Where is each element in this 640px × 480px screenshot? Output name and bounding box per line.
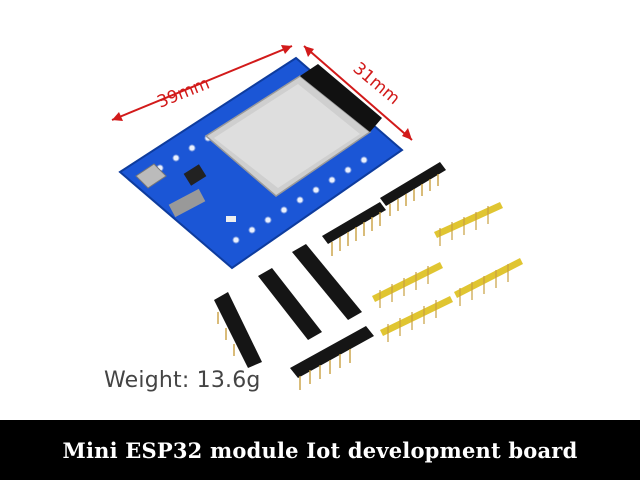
female-header-1	[380, 162, 446, 216]
male-header-4	[380, 296, 453, 342]
caption-bar: Mini ESP32 module Iot development board	[0, 420, 640, 480]
male-header-3	[454, 258, 523, 306]
female-header-2	[322, 202, 386, 256]
weight-label: Weight: 13.6g	[104, 368, 261, 393]
female-header-5	[214, 292, 262, 368]
dimension-length-label: 39mm	[154, 74, 212, 113]
esp32-board	[118, 56, 404, 270]
male-header-2	[372, 262, 443, 308]
product-illustration: 39mm 31mm	[111, 45, 523, 390]
female-header-3	[292, 244, 362, 320]
male-header-1	[434, 202, 503, 246]
caption-text: Mini ESP32 module Iot development board	[62, 437, 578, 463]
female-header-6	[290, 326, 374, 390]
female-header-4	[258, 268, 322, 340]
